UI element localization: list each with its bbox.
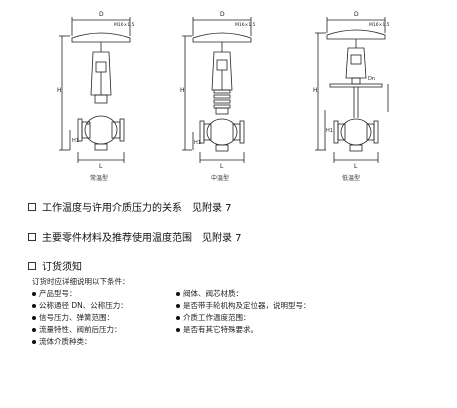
list-item: 是否带手轮机构及定位器，说明型号： xyxy=(176,300,311,311)
list-item: 阀体、阀芯材质： xyxy=(176,288,243,299)
section-ref: 见附录 7 xyxy=(202,233,242,244)
section-title: 工作温度与许用介质压力的关系 xyxy=(42,203,182,214)
list-item: 信号压力、弹簧范围： xyxy=(32,312,114,323)
bullet-icon xyxy=(176,328,180,332)
caption-mid-temp: 中温型 xyxy=(211,175,230,182)
thread-label-3: M16×1.5 xyxy=(369,22,390,28)
bullet-icon xyxy=(32,328,36,332)
bullet-icon xyxy=(32,292,36,296)
dim-d-label-3: D xyxy=(354,11,359,18)
bullet-icon xyxy=(176,304,180,308)
checkbox-icon xyxy=(28,202,36,211)
checkbox-icon xyxy=(28,261,36,270)
dim-h-label-1: H xyxy=(57,87,62,94)
list-item: 流量特性、阀前后压力： xyxy=(32,324,122,335)
thread-label-1: M16×1.5 xyxy=(114,22,135,28)
bullet-icon xyxy=(32,304,36,308)
valve-drawing-low-temp xyxy=(315,17,389,163)
dim-l-label-3: L xyxy=(354,163,358,170)
bullet-icon xyxy=(32,316,36,320)
caption-low-temp: 低温型 xyxy=(342,175,361,182)
list-item: 流体介质种类： xyxy=(32,336,92,347)
dim-h1-label-2: H1 xyxy=(194,140,201,146)
thread-label-2: M16×1.5 xyxy=(235,22,256,28)
bullet-icon xyxy=(176,292,180,296)
dim-h1-label-1: H1 xyxy=(72,138,79,144)
valve-drawings: D M16×1.5 H H1 L D M16×1.5 H H1 L D M16×… xyxy=(57,11,390,170)
dim-d-label-1: D xyxy=(99,11,104,18)
bullet-icon xyxy=(32,340,36,344)
dim-l-label-1: L xyxy=(99,163,103,170)
dim-l-label-2: L xyxy=(220,163,224,170)
caption-normal-temp: 常温型 xyxy=(90,175,109,182)
list-item: 是否有其它特殊要求。 xyxy=(176,324,258,335)
section-materials: 主要零件材料及推荐使用温度范围 见附录 7 xyxy=(28,229,242,244)
section-order-notes: 订货须知 xyxy=(28,258,82,273)
valve-drawing-mid-temp xyxy=(182,17,252,163)
section-temp-pressure: 工作温度与许用介质压力的关系 见附录 7 xyxy=(28,199,232,214)
dim-h-label-2: H xyxy=(180,87,185,94)
dim-d-label-2: D xyxy=(220,11,225,18)
list-item: 介质工作温度范围： xyxy=(176,312,251,323)
section-title: 主要零件材料及推荐使用温度范围 xyxy=(42,233,192,244)
list-item: 产品型号： xyxy=(32,288,77,299)
order-intro: 订货时应详细说明以下条件： xyxy=(32,277,130,286)
checkbox-icon xyxy=(28,232,36,241)
dim-h-label-3: H xyxy=(313,87,318,94)
section-ref: 见附录 7 xyxy=(192,203,232,214)
bullet-icon xyxy=(176,316,180,320)
dim-dn-label-3: Dn xyxy=(368,76,375,82)
dim-h1-label-3: H1 xyxy=(326,128,333,134)
valve-drawing-normal-temp xyxy=(59,17,131,163)
list-item: 公称通径 DN、公称压力： xyxy=(32,300,128,311)
section-title: 订货须知 xyxy=(42,262,82,273)
